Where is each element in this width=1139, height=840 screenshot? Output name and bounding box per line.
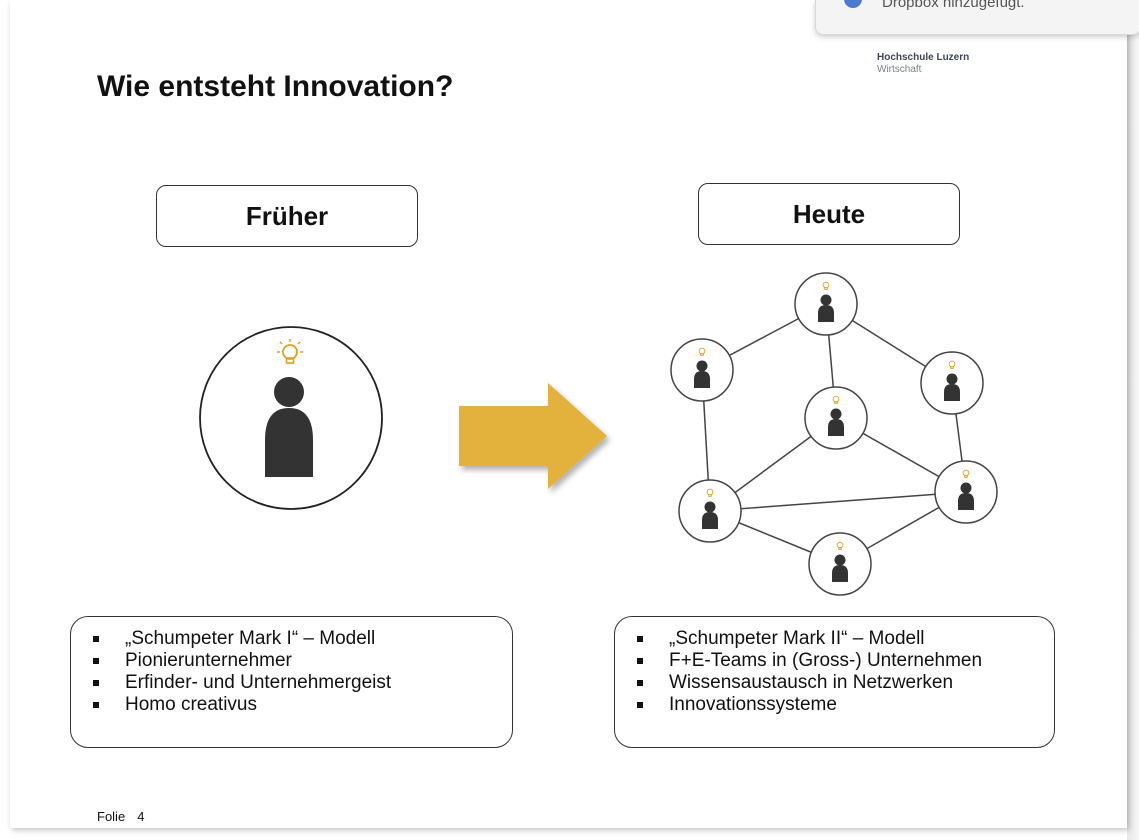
label-heute-text: Heute [792,198,866,229]
single-inventor-group [199,326,383,510]
list-box-frueher: „Schumpeter Mark I“ – Modell Pionierunte… [70,616,513,748]
notification-message: Dropbox hinzugefügt. [882,0,1025,11]
slide-number: 4 [137,809,145,824]
list-item: „Schumpeter Mark II“ – Modell [637,628,982,650]
network-nodes [669,271,999,597]
network-edge [709,491,967,512]
dropbox-icon [844,0,862,8]
brand-subtitle: Wirtschaft [877,64,922,75]
window-edge [1127,0,1139,840]
list-frueher: „Schumpeter Mark I“ – Modell Pionierunte… [93,628,391,716]
label-frueher: Früher [156,185,418,247]
footer-label: Folie [97,809,126,824]
network-node-icon [933,459,999,525]
list-item: Wissensaustausch in Netzwerken [637,672,982,694]
list-item: Pionierunternehmer [93,650,391,672]
lightbulb-icon [277,339,303,364]
list-item: Innovationssysteme [637,694,982,716]
brand-logo: Hochschule Luzern Wirtschaft [877,52,969,76]
network-node-icon [807,531,873,597]
slide-title: Wie entsteht Innovation? [97,70,454,103]
network-node-icon [677,478,743,544]
label-frueher-text: Früher [245,200,329,231]
list-box-heute: „Schumpeter Mark II“ – Modell F+E-Teams … [614,616,1055,748]
brand-name: Hochschule Luzern [877,52,970,63]
list-item: Erfinder- und Unternehmergeist [93,672,391,694]
list-item: „Schumpeter Mark I“ – Modell [93,628,391,650]
list-heute: „Schumpeter Mark II“ – Modell F+E-Teams … [637,628,982,716]
arrow-right-icon [459,383,607,489]
network-node-icon [793,271,859,337]
person-icon [265,377,313,477]
label-heute: Heute [698,183,960,245]
slide-footer: Folie 4 [97,809,144,824]
list-item: F+E-Teams in (Gross-) Unternehmen [637,650,982,672]
dropbox-notification[interactable]: Dropbox hinzugefügt. [815,0,1139,35]
network-node-icon [919,350,985,416]
network-node-icon [803,385,869,451]
list-item: Homo creativus [93,694,391,716]
network-node-icon [669,337,735,403]
